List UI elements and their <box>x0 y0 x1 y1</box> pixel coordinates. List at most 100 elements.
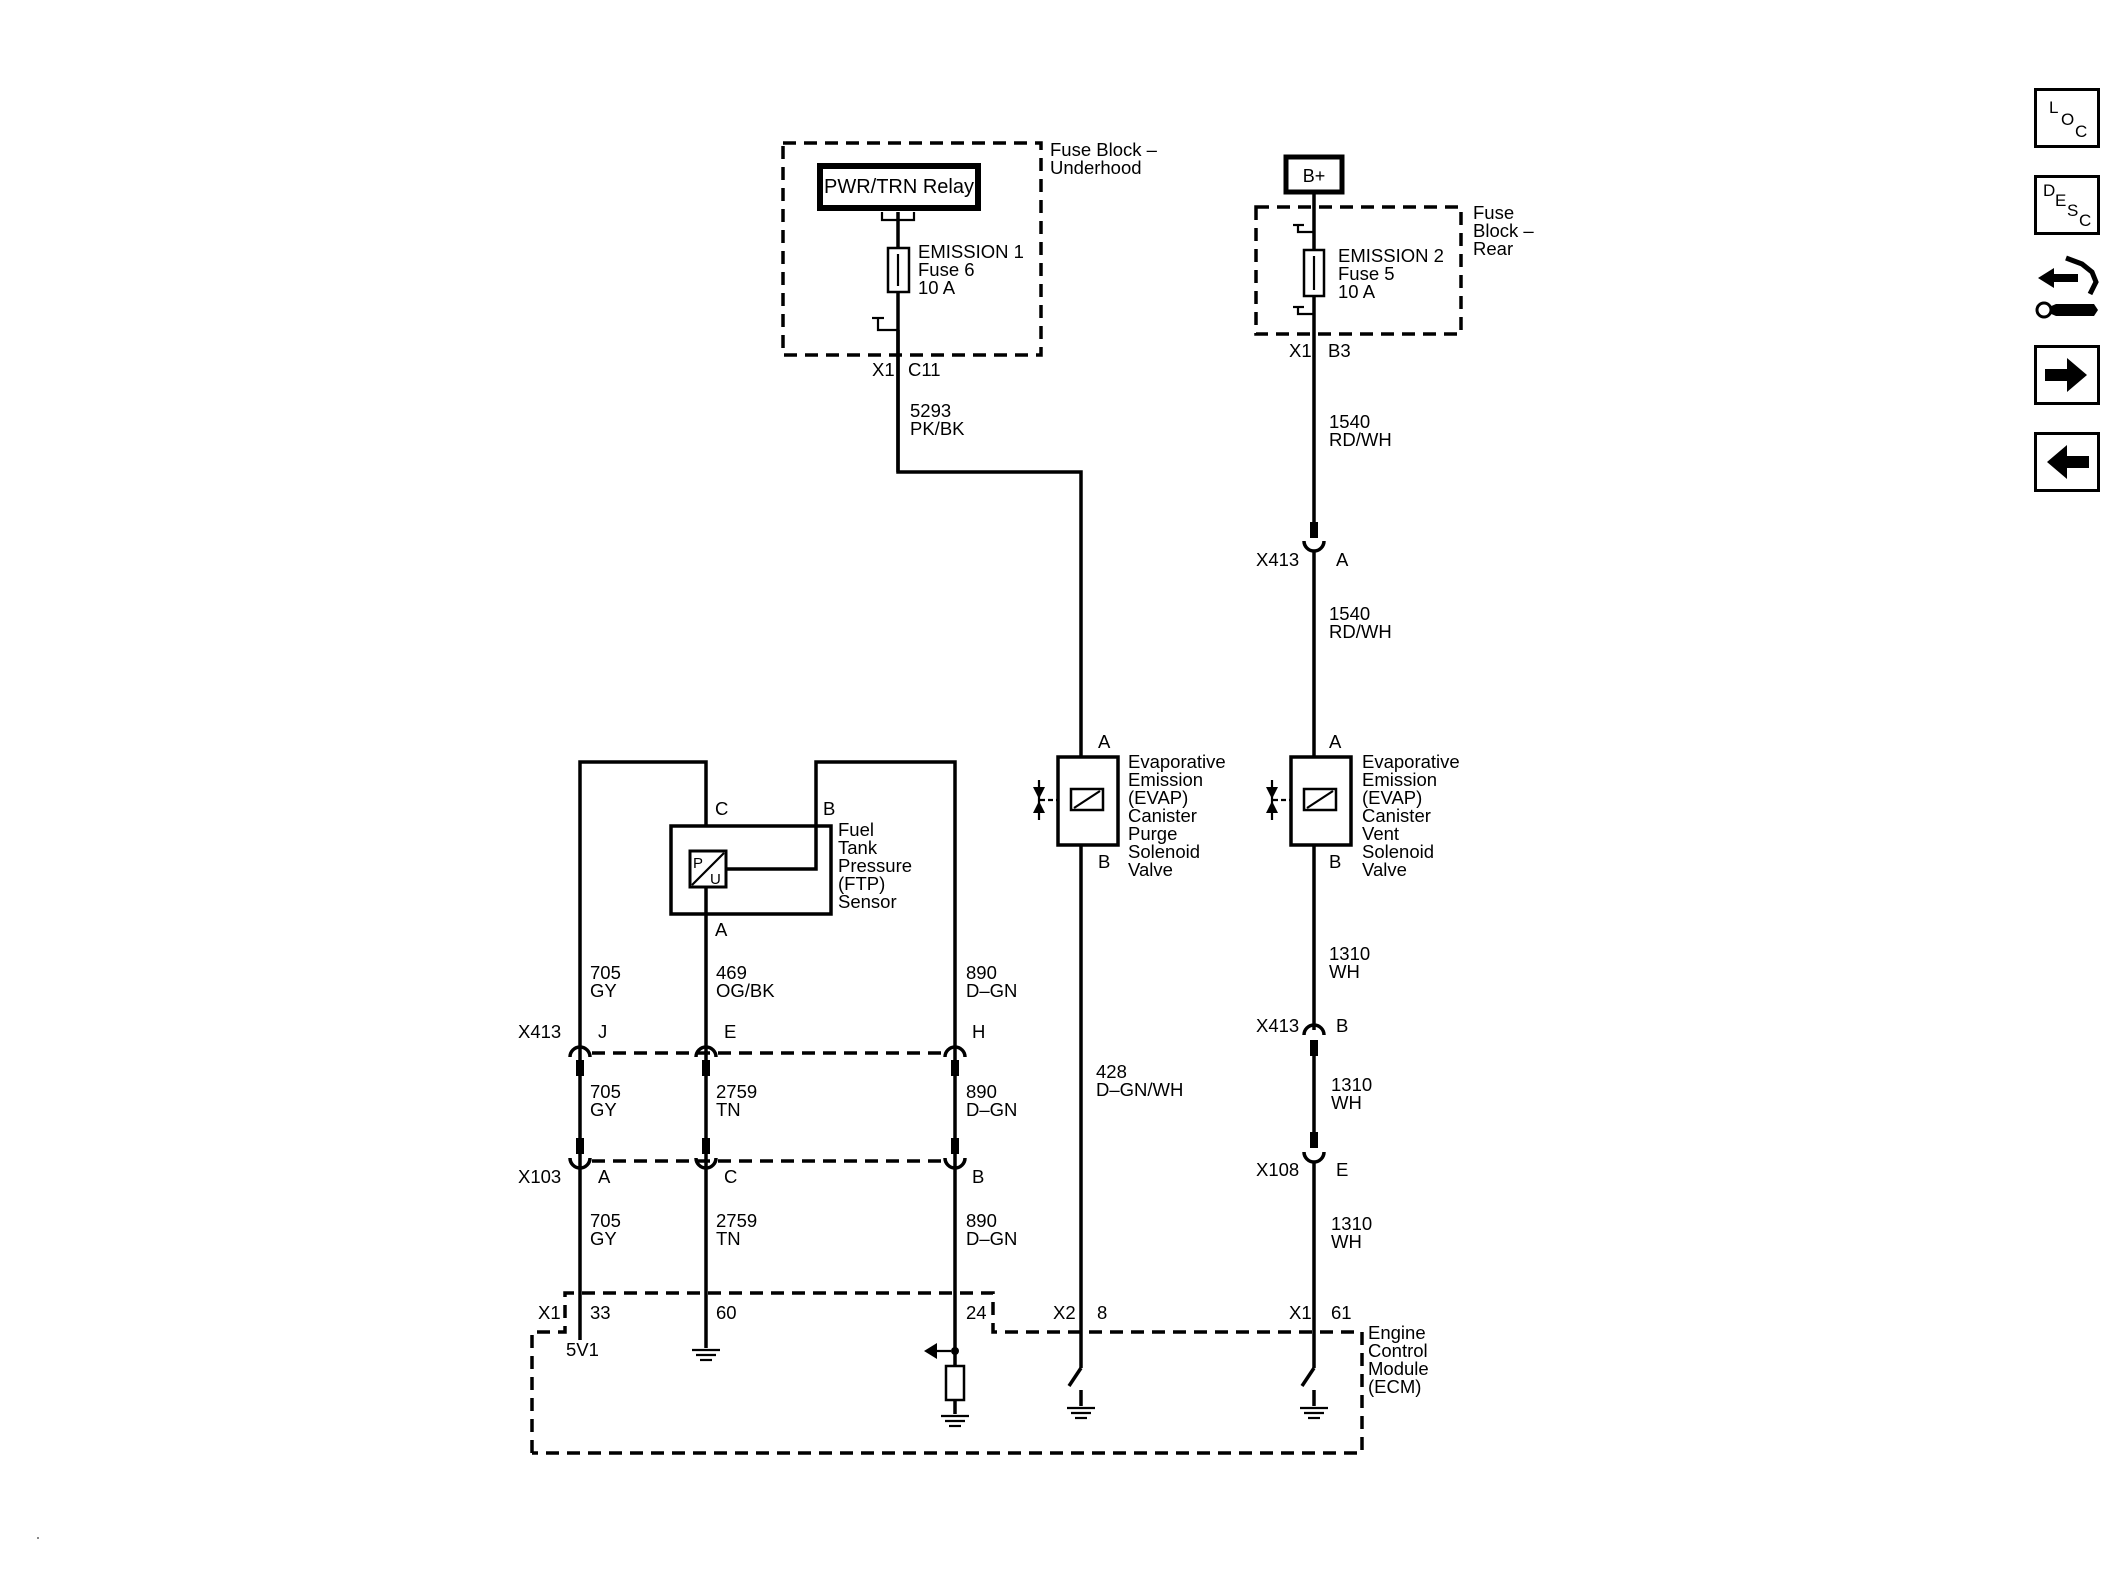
svg-text:Fuse 6: Fuse 6 <box>918 259 975 280</box>
svg-text:(EVAP): (EVAP) <box>1128 787 1188 808</box>
svg-text:10 A: 10 A <box>918 277 956 298</box>
svg-text:1540: 1540 <box>1329 411 1370 432</box>
svg-text:D–GN: D–GN <box>966 980 1017 1001</box>
svg-text:Valve: Valve <box>1362 859 1407 880</box>
loc-letter-o: O <box>2061 110 2075 129</box>
wrench-arrow-icon <box>2035 255 2099 319</box>
fuse-block-underhood: Fuse Block – Underhood PWR/TRN Relay EMI… <box>781 139 1158 472</box>
fuse-block-rear: B+ Fuse Block – Rear EMISSION 2 Fuse 5 1… <box>1254 154 1534 526</box>
svg-text:24: 24 <box>966 1302 987 1323</box>
svg-text:1540: 1540 <box>1329 603 1370 624</box>
svg-text:Rear: Rear <box>1473 238 1513 259</box>
svg-text:H: H <box>972 1021 985 1042</box>
svg-text:E: E <box>1336 1159 1348 1180</box>
svg-text:1310: 1310 <box>1329 943 1370 964</box>
svg-text:(EVAP): (EVAP) <box>1362 787 1422 808</box>
svg-text:B+: B+ <box>1303 166 1326 186</box>
svg-text:Solenoid: Solenoid <box>1128 841 1200 862</box>
svg-text:PWR/TRN Relay: PWR/TRN Relay <box>824 176 974 198</box>
svg-text:Evaporative: Evaporative <box>1362 751 1460 772</box>
svg-text:10 A: 10 A <box>1338 281 1376 302</box>
svg-text:B: B <box>1329 851 1341 872</box>
next-page-button[interactable] <box>2034 345 2100 405</box>
svg-text:Fuse: Fuse <box>1473 202 1514 223</box>
svg-text:J: J <box>598 1021 607 1042</box>
svg-text:2759: 2759 <box>716 1081 757 1102</box>
svg-text:OG/BK: OG/BK <box>716 980 775 1001</box>
svg-text:X1: X1 <box>1289 1302 1312 1323</box>
previous-page-button[interactable] <box>2034 432 2100 492</box>
svg-text:705: 705 <box>590 1210 621 1231</box>
svg-text:33: 33 <box>590 1302 611 1323</box>
wire-5293: 5293 PK/BK <box>896 330 1083 757</box>
svg-text:705: 705 <box>590 962 621 983</box>
svg-text:Module: Module <box>1368 1358 1429 1379</box>
svg-text:B: B <box>972 1166 984 1187</box>
svg-text:X108: X108 <box>1256 1159 1299 1180</box>
svg-text:WH: WH <box>1331 1092 1362 1113</box>
svg-text:B: B <box>1098 851 1110 872</box>
right-arrow-icon <box>2045 358 2087 392</box>
desc-letter-s: S <box>2067 201 2079 220</box>
svg-text:Pressure: Pressure <box>838 855 912 876</box>
svg-text:Canister: Canister <box>1128 805 1197 826</box>
svg-text:2759: 2759 <box>716 1210 757 1231</box>
svg-text:U: U <box>710 871 721 888</box>
engine-control-module: Engine Control Module (ECM) X1 33 60 24 … <box>530 1290 1429 1455</box>
svg-text:5293: 5293 <box>910 400 951 421</box>
svg-text:EMISSION 1: EMISSION 1 <box>918 241 1024 262</box>
svg-text:X1: X1 <box>872 359 895 380</box>
svg-text:Evaporative: Evaporative <box>1128 751 1226 772</box>
wire-1310: 1310 WH X413 B 1310 WH X108 E 1310 WH <box>1256 845 1372 1362</box>
left-harness: 705 GY 469 OG/BK 890 D–GN X413 J E H 705… <box>518 914 1017 1290</box>
svg-text:890: 890 <box>966 1081 997 1102</box>
svg-text:Fuel: Fuel <box>838 819 874 840</box>
evap-vent-solenoid-valve: A B Evaporative Emission (EVAP) Canister… <box>1266 731 1460 880</box>
svg-text:GY: GY <box>590 1099 617 1120</box>
description-button[interactable]: D E S C <box>2034 175 2100 235</box>
svg-text:X413: X413 <box>1256 1015 1299 1036</box>
svg-text:1310: 1310 <box>1331 1213 1372 1234</box>
svg-text:X1: X1 <box>1289 340 1312 361</box>
evap-purge-solenoid-valve: A B Evaporative Emission (EVAP) Canister… <box>1033 731 1226 1362</box>
svg-text:EMISSION 2: EMISSION 2 <box>1338 245 1444 266</box>
svg-text:WH: WH <box>1329 961 1360 982</box>
svg-text:Valve: Valve <box>1128 859 1173 880</box>
svg-text:Engine: Engine <box>1368 1322 1426 1343</box>
desc-letter-e: E <box>2055 191 2067 210</box>
svg-text:WH: WH <box>1331 1231 1362 1252</box>
svg-text:428: 428 <box>1096 1061 1127 1082</box>
svg-text:GY: GY <box>590 980 617 1001</box>
repair-procedure-button[interactable] <box>2034 252 2106 334</box>
svg-text:Sensor: Sensor <box>838 891 897 912</box>
svg-text:Vent: Vent <box>1362 823 1399 844</box>
svg-text:469: 469 <box>716 962 747 983</box>
svg-text:TN: TN <box>716 1228 741 1249</box>
scan-speck <box>37 1537 39 1539</box>
svg-text:Solenoid: Solenoid <box>1362 841 1434 862</box>
location-button[interactable]: L O C <box>2034 88 2100 148</box>
svg-text:RD/WH: RD/WH <box>1329 621 1392 642</box>
svg-text:PK/BK: PK/BK <box>910 418 965 439</box>
svg-text:X103: X103 <box>518 1166 561 1187</box>
loc-letter-l: L <box>2049 98 2059 117</box>
svg-text:890: 890 <box>966 1210 997 1231</box>
svg-text:C11: C11 <box>908 359 941 380</box>
svg-text:8: 8 <box>1097 1302 1107 1323</box>
svg-text:60: 60 <box>716 1302 737 1323</box>
svg-text:D–GN: D–GN <box>966 1228 1017 1249</box>
svg-text:RD/WH: RD/WH <box>1329 429 1392 450</box>
svg-text:A: A <box>715 919 728 940</box>
svg-text:D–GN/WH: D–GN/WH <box>1096 1079 1183 1100</box>
svg-text:X413: X413 <box>518 1021 561 1042</box>
svg-text:Emission: Emission <box>1362 769 1437 790</box>
svg-text:Emission: Emission <box>1128 769 1203 790</box>
desc-letter-c: C <box>2079 211 2092 230</box>
svg-text:X413: X413 <box>1256 549 1299 570</box>
svg-text:E: E <box>724 1021 736 1042</box>
svg-text:B3: B3 <box>1328 340 1351 361</box>
svg-text:A: A <box>1336 549 1349 570</box>
svg-text:X1: X1 <box>538 1302 561 1323</box>
